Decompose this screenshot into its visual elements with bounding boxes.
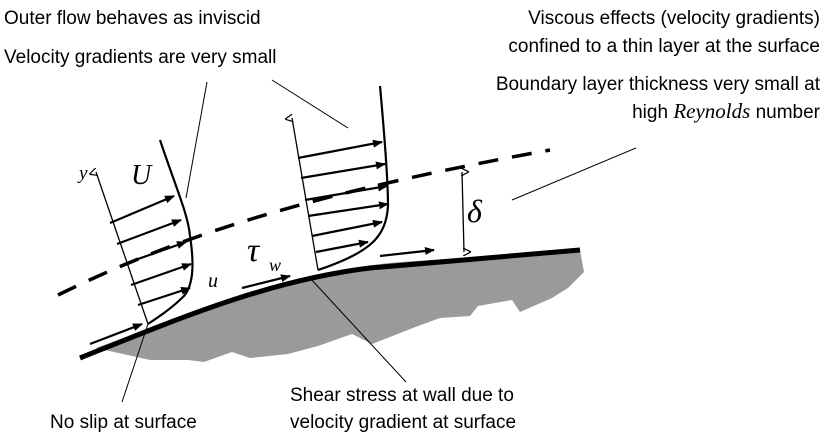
label-viscous-line1: Viscous effects (velocity gradients) — [528, 8, 820, 29]
wall-surface — [79, 247, 581, 361]
velocity-profile-curve-1 — [147, 139, 194, 325]
label-outer-flow: Outer flow behaves as inviscid — [4, 8, 261, 29]
symbol-tau: τ — [247, 232, 261, 269]
velocity-profile-curve-2 — [317, 85, 390, 272]
label-thickness-line1: Boundary layer thickness very small at — [496, 74, 821, 95]
label-no-slip: No slip at surface — [50, 412, 197, 433]
label-velocity-small: Velocity gradients are very small — [4, 47, 276, 68]
leader-shear — [309, 277, 407, 383]
symbol-y: y — [77, 163, 88, 184]
delta-dimension-arrow — [462, 172, 464, 252]
label-viscous-line2: confined to a thin layer at the surface — [508, 36, 820, 57]
leader-no-slip — [121, 323, 149, 403]
leader-velocity-small — [185, 81, 208, 199]
wall-body — [96, 250, 584, 362]
surface-arrow-3 — [379, 247, 435, 258]
y-axis-arrow — [96, 172, 149, 325]
symbol-delta: δ — [467, 193, 483, 229]
leader-thickness — [511, 147, 637, 201]
velocity-profile-1 — [96, 139, 194, 325]
label-shear-line2: velocity gradient at surface — [290, 412, 516, 433]
symbol-U: U — [131, 160, 153, 191]
leader-viscous — [271, 79, 349, 129]
boundary-layer-edge — [57, 148, 551, 297]
symbol-u: u — [208, 270, 218, 292]
label-shear-line1: Shear stress at wall due to — [290, 385, 514, 406]
surface-arrow-2 — [241, 274, 291, 290]
velocity-profile-2 — [292, 85, 390, 272]
label-thickness-line2: high Reynolds number — [632, 99, 821, 123]
surface-arrow-1 — [89, 322, 143, 346]
symbol-tau-subscript: w — [269, 255, 281, 275]
